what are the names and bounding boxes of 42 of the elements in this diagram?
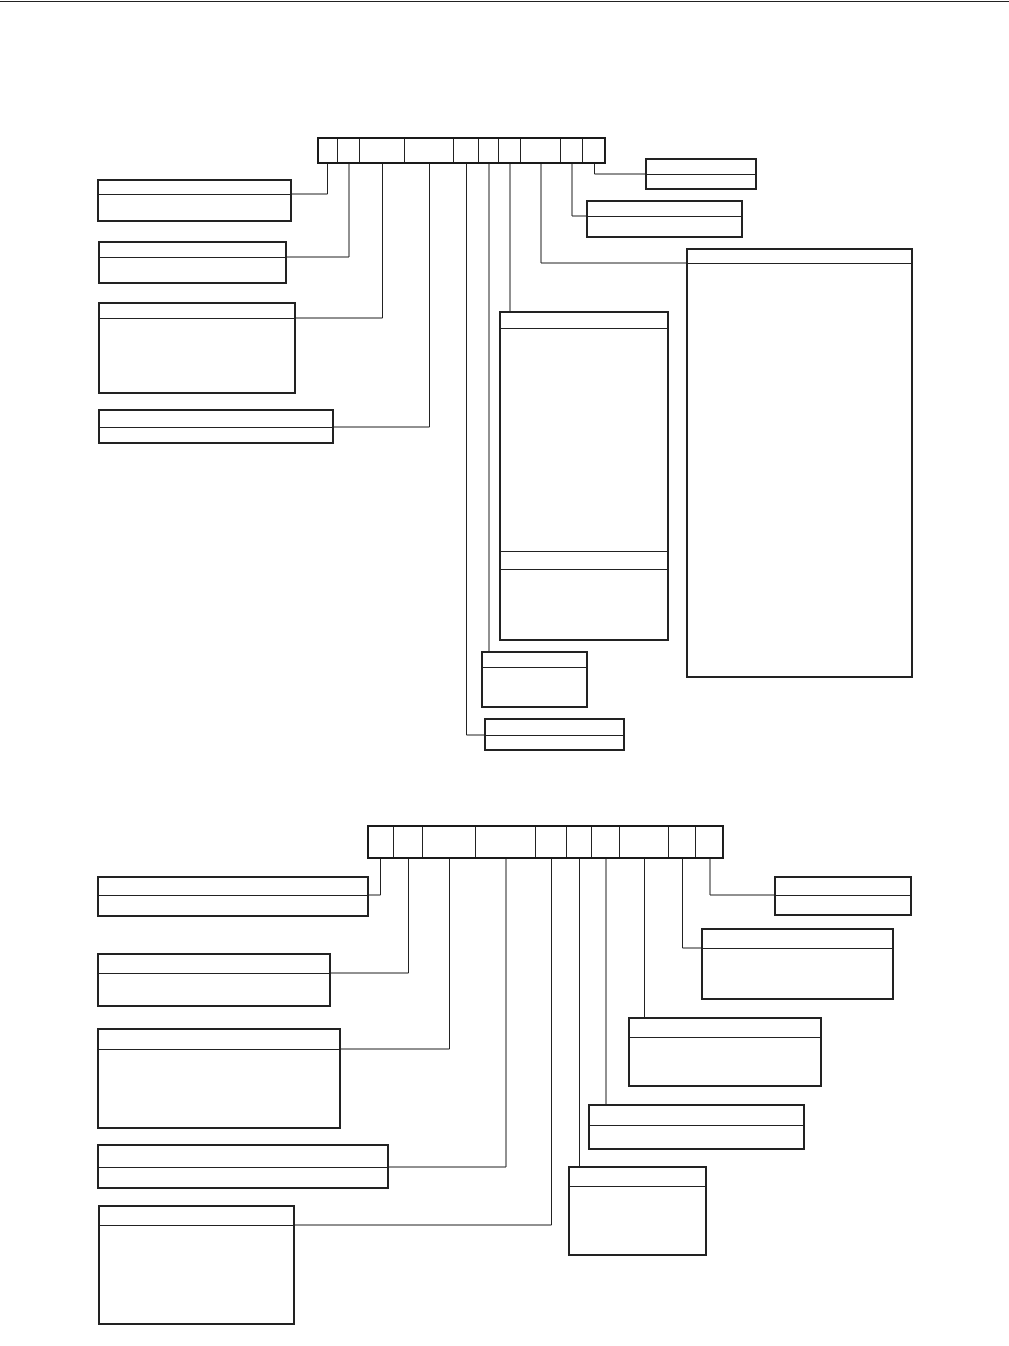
leader-line (682, 858, 702, 949)
leader-line (488, 163, 490, 652)
leader-line (295, 163, 383, 319)
leader-line (330, 858, 409, 974)
code-bar (367, 825, 724, 859)
description-box (484, 718, 625, 751)
description-box (568, 1166, 707, 1256)
description-box (98, 302, 296, 394)
leader-line (709, 858, 775, 896)
description-box (97, 1028, 341, 1129)
description-box (686, 248, 913, 678)
leader-line (571, 163, 587, 217)
description-box (645, 158, 757, 190)
description-box (97, 1144, 389, 1189)
description-box (98, 1205, 295, 1325)
leader-line (594, 163, 646, 175)
description-box (774, 876, 912, 916)
description-box (481, 651, 588, 708)
description-box (97, 953, 331, 1007)
description-box (98, 241, 287, 284)
leader-line (540, 163, 687, 264)
leader-line (291, 163, 328, 195)
description-box (97, 179, 292, 222)
description-box (499, 311, 669, 641)
description-box (98, 409, 334, 444)
leader-line (605, 858, 607, 1105)
leader-line (644, 858, 645, 1018)
description-box (588, 1104, 805, 1150)
leader-line (388, 858, 507, 1168)
leader-line (294, 858, 552, 1226)
leader-line (509, 163, 511, 312)
leader-line (286, 163, 350, 258)
code-bar (317, 137, 606, 164)
leader-line (579, 858, 580, 1167)
leader-line (340, 858, 450, 1050)
description-box (586, 200, 743, 238)
description-box (97, 876, 369, 917)
leader-line (333, 163, 430, 428)
leader-line (368, 858, 381, 896)
description-box (628, 1017, 822, 1087)
description-box (701, 928, 894, 1000)
leader-line (466, 163, 485, 736)
